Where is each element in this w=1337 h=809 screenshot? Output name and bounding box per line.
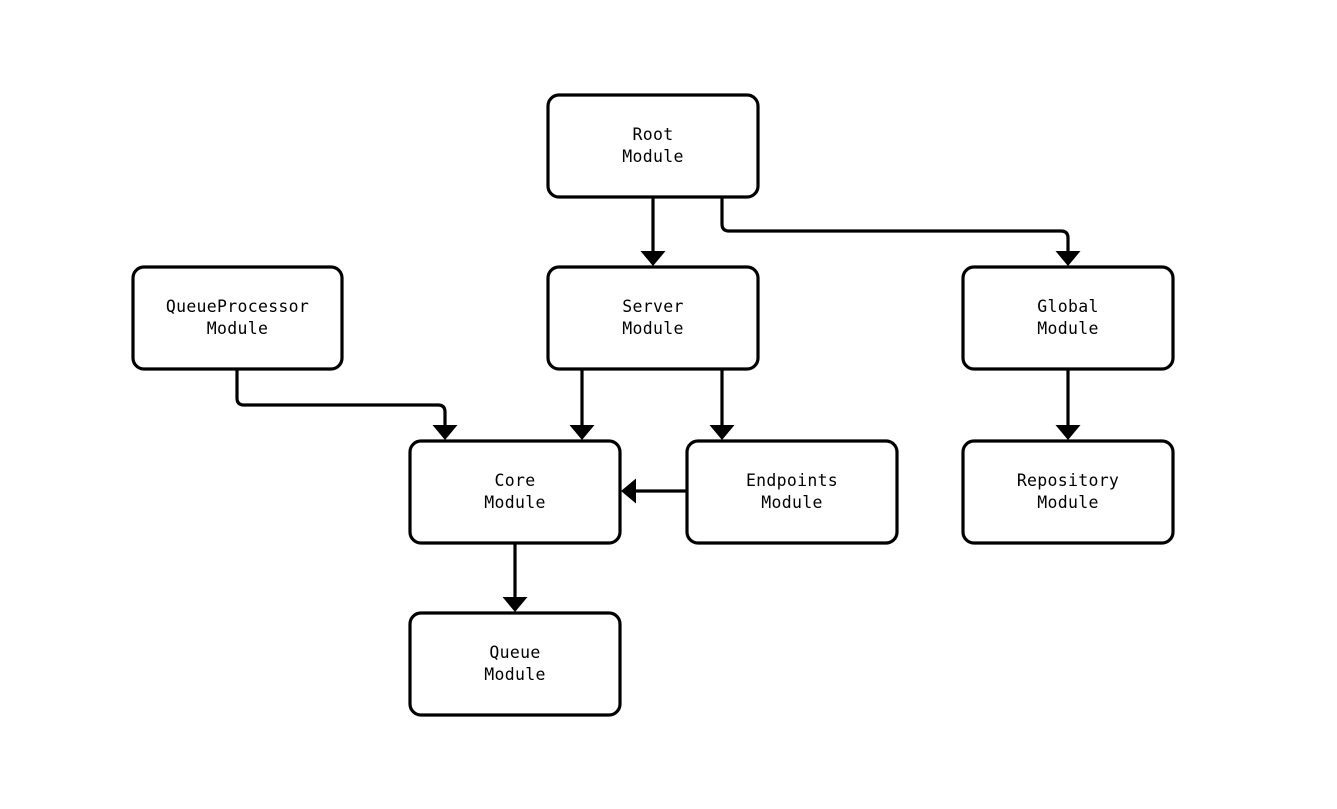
edge-server-to-core xyxy=(569,369,595,440)
edge-root-to-global xyxy=(720,197,1081,266)
node-box-queueprocessor[interactable] xyxy=(131,265,344,371)
node-box-endpoints[interactable] xyxy=(685,439,899,545)
node-box-queue[interactable] xyxy=(408,611,622,717)
edge-arrowhead xyxy=(569,425,595,440)
edge-arrowhead xyxy=(640,251,666,266)
edge-endpoints-to-core xyxy=(621,478,687,504)
edge-line xyxy=(235,369,447,426)
edge-arrowhead xyxy=(1055,425,1081,440)
edge-arrowhead xyxy=(502,597,528,612)
edges-layer xyxy=(235,197,1081,612)
node-box-repository[interactable] xyxy=(961,439,1175,545)
edge-arrowhead xyxy=(621,478,636,504)
edge-server-to-endpoints xyxy=(709,369,735,440)
node-box-server[interactable] xyxy=(546,265,760,371)
edge-arrowhead xyxy=(709,425,735,440)
node-box-root[interactable] xyxy=(546,93,760,199)
edge-root-to-server xyxy=(640,197,666,266)
edge-arrowhead xyxy=(1055,251,1081,266)
edge-core-to-queue xyxy=(502,543,528,612)
edge-global-to-repository xyxy=(1055,369,1081,440)
nodes-layer xyxy=(131,93,1175,717)
node-box-global[interactable] xyxy=(961,265,1175,371)
edge-arrowhead xyxy=(432,425,458,440)
edge-line xyxy=(720,197,1070,252)
edge-queueprocessor-to-core xyxy=(235,369,458,440)
node-box-core[interactable] xyxy=(408,439,622,545)
